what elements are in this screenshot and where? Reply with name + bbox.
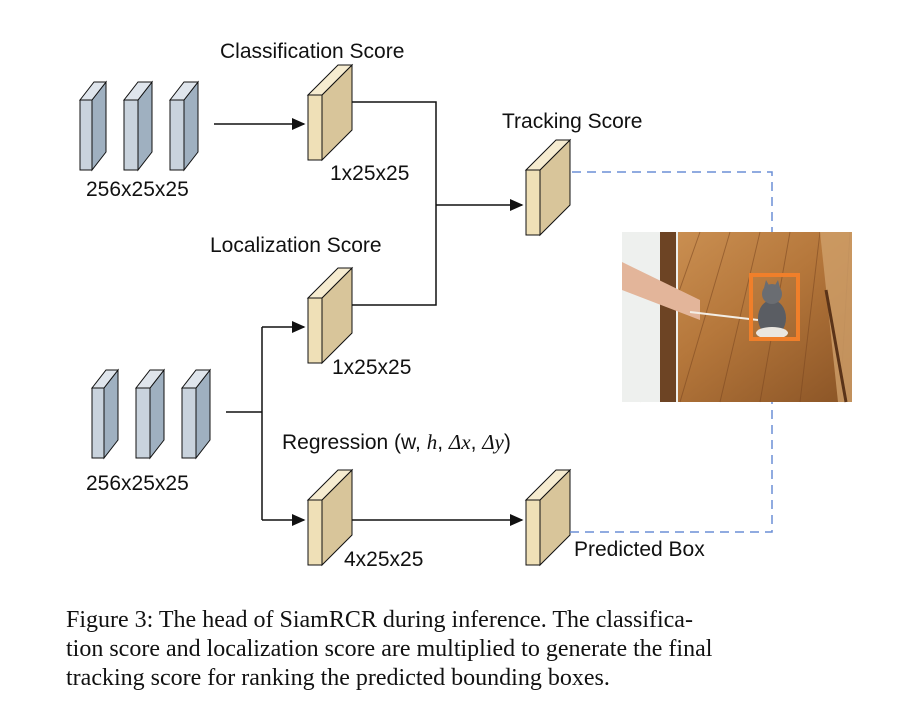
feature-block xyxy=(134,368,166,460)
figure-caption: Figure 3: The head of SiamRCR during inf… xyxy=(66,606,846,693)
feature-block xyxy=(180,368,212,460)
feature-block xyxy=(90,368,120,460)
tracking-score-label: Tracking Score xyxy=(502,110,642,133)
regression-block xyxy=(306,468,354,567)
line-loc-to-merge xyxy=(352,205,437,306)
cat-figure xyxy=(756,280,788,339)
feature-block xyxy=(78,80,108,172)
connector-lines xyxy=(214,101,524,526)
feature-bottom-dims: 256x25x25 xyxy=(86,472,189,495)
caption-line-1: Figure 3: The head of SiamRCR during inf… xyxy=(66,607,693,633)
caption-line-2: tion score and localization score are mu… xyxy=(66,636,713,662)
feature-block xyxy=(168,80,200,172)
loc-map-dims: 1x25x25 xyxy=(332,356,411,379)
regression-label: Regression (w, h, Δx, Δy) xyxy=(282,430,511,454)
predicted-bounding-box xyxy=(749,273,800,341)
predicted-box-label: Predicted Box xyxy=(574,538,705,561)
classification-score-block xyxy=(306,63,354,162)
tracking-score-block xyxy=(524,138,572,237)
line-cls-to-merge xyxy=(352,101,437,205)
caption-line-3: tracking score for ranking the predicted… xyxy=(66,665,610,691)
localization-score-label: Localization Score xyxy=(210,234,382,257)
reg-map-dims: 4x25x25 xyxy=(344,548,423,571)
cls-map-dims: 1x25x25 xyxy=(330,162,409,185)
classification-score-label: Classification Score xyxy=(220,40,404,63)
feature-top-dims: 256x25x25 xyxy=(86,178,189,201)
feature-stack-top xyxy=(78,80,200,172)
localization-score-block xyxy=(306,266,354,365)
cat-on-wooden-floor-photo xyxy=(622,231,852,403)
dashed-predicted-to-photo xyxy=(570,343,778,533)
dashed-tracking-to-photo xyxy=(572,171,778,272)
diagram-canvas: 256x25x25 256x25x25 Classification Score… xyxy=(78,40,852,571)
predicted-box-block xyxy=(524,468,572,567)
feature-stack-bottom xyxy=(90,368,212,460)
feature-block xyxy=(122,80,154,172)
dashed-connectors xyxy=(570,171,778,533)
